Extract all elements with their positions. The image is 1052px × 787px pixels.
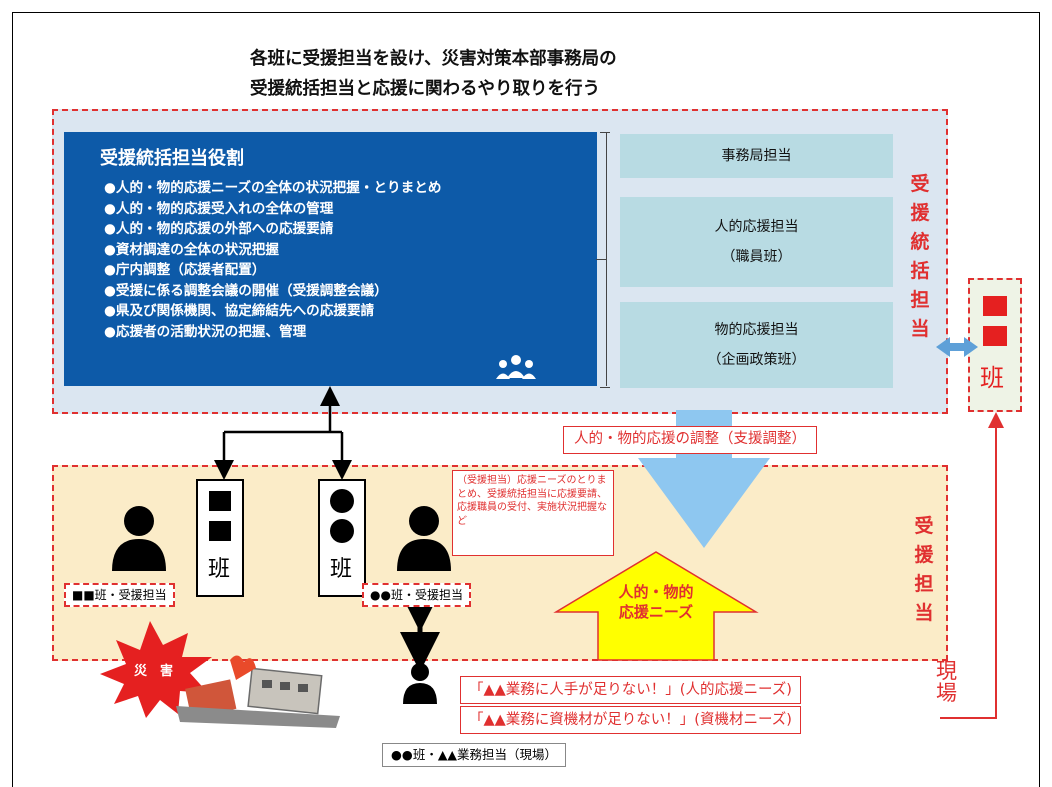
quote-human-needs: 「▲▲業務に人手が足りない！」(人的応援ニーズ): [460, 676, 801, 704]
vertical-char: 担: [910, 289, 930, 311]
human-support-label: 人的応援担当: [714, 219, 799, 235]
person-icon: [397, 506, 451, 571]
team-label-left: ■■班・受援担当: [64, 583, 175, 607]
quote-material-needs: 「▲▲業務に資機材が足りない！」(資機材ニーズ): [460, 706, 801, 734]
team-label-right: ●●班・受援担当: [362, 583, 471, 607]
brace: [600, 132, 610, 388]
vertical-char: 括: [910, 260, 930, 282]
people-group-icon: [496, 355, 536, 379]
title-line-2: 受援統括担当と応援に関わるやり取りを行う: [250, 79, 600, 99]
secretariat-label: 事務局担当: [721, 148, 792, 164]
han-right-box-label: 班: [330, 557, 353, 582]
black-dot-icon: [330, 489, 354, 513]
disaster-label: 災 害: [134, 664, 174, 679]
receiving-vertical-label: 受 援 担 当: [912, 512, 936, 628]
field-worker-icon: [403, 663, 437, 704]
role-item: ●受援に係る調整会議の開催（受援調整会議）: [104, 282, 388, 299]
secretariat-box: 事務局担当: [620, 134, 893, 178]
han-box-left: 班: [196, 479, 244, 597]
black-square-icon: [209, 491, 231, 511]
red-feedback-line: [940, 412, 1004, 719]
adjust-label: 人的・物的応援の調整（支援調整）: [563, 426, 817, 454]
vertical-char: 受: [910, 173, 930, 195]
vertical-char: 受: [914, 515, 934, 537]
role-item: ●人的・物的応援の外部への応援要請: [104, 221, 334, 237]
role-item: ●応援者の活動状況の把握、管理: [104, 323, 307, 340]
han-left-label: 班: [208, 557, 231, 582]
vertical-char: 現: [936, 659, 957, 683]
material-support-box: 物的応援担当 （企画政策班）: [620, 302, 893, 388]
red-square-icon: [983, 296, 1007, 316]
person-icon: [112, 506, 166, 571]
black-dot-icon: [330, 519, 354, 543]
title-line-1: 各班に受援担当を設け、災害対策本部事務局の: [250, 49, 617, 69]
receiving-note: （受援担当）応援ニーズのとりまとめ、受援統括担当に応援要請、応援職員の受付、実施…: [452, 470, 614, 556]
red-square-icon: [983, 326, 1007, 346]
role-list: ●人的・物的応援ニーズの全体の状況把握・とりまとめ ●人的・物的応援受入れの全体…: [104, 178, 441, 342]
vertical-char: 援: [910, 202, 930, 224]
vertical-char: 担: [914, 573, 934, 595]
coordination-vertical-label: 受 援 統 括 担 当: [908, 170, 932, 344]
role-item: ●庁内調整（応援者配置）: [104, 262, 266, 278]
role-item: ●資材調達の全体の状況把握: [104, 241, 279, 258]
genba-label: 現 場: [936, 660, 960, 704]
vertical-char: 援: [914, 544, 934, 566]
field-worker-label: ●●班・▲▲業務担当（現場）: [382, 743, 567, 767]
coordination-role-box: 受援統括担当役割 ●人的・物的応援ニーズの全体の状況把握・とりまとめ ●人的・物…: [64, 132, 597, 386]
han-box-right: 班: [318, 479, 366, 597]
diagram-frame: [12, 12, 1040, 787]
blue-double-arrow: [936, 337, 978, 357]
needs-label: 人的・物的 応援ニーズ: [606, 582, 706, 622]
role-item: ●人的・物的応援受入れの全体の管理: [104, 200, 334, 217]
han-right-label: 班: [980, 364, 1004, 392]
vertical-char: 統: [910, 231, 930, 253]
role-item: ●県及び関係機関、協定締結先への応援要請: [104, 303, 375, 319]
black-square-icon: [209, 521, 231, 541]
collapsed-building-icon: [176, 655, 340, 728]
disaster-burst-icon: [100, 621, 212, 718]
needs-label-line: 人的・物的: [618, 583, 694, 601]
vertical-char: 場: [936, 681, 957, 705]
role-heading: 受援統括担当役割: [100, 148, 244, 169]
material-support-team: （企画政策班）: [707, 352, 806, 368]
diagram-title: 各班に受援担当を設け、災害対策本部事務局の 受援統括担当と応援に関わるやり取りを…: [250, 44, 617, 104]
vertical-char: 当: [914, 602, 934, 624]
human-support-team: （職員班）: [721, 249, 792, 265]
vertical-char: 当: [910, 318, 930, 340]
needs-label-line: 応援ニーズ: [618, 603, 694, 621]
role-item: ●人的・物的応援ニーズの全体の状況把握・とりまとめ: [104, 180, 442, 196]
human-support-box: 人的応援担当 （職員班）: [620, 197, 893, 287]
material-support-label: 物的応援担当: [714, 322, 799, 338]
brace-line: [606, 132, 607, 386]
brace-tick: [596, 259, 606, 260]
adjust-down-arrow: [638, 410, 770, 548]
needs-up-arrow: [553, 551, 759, 661]
